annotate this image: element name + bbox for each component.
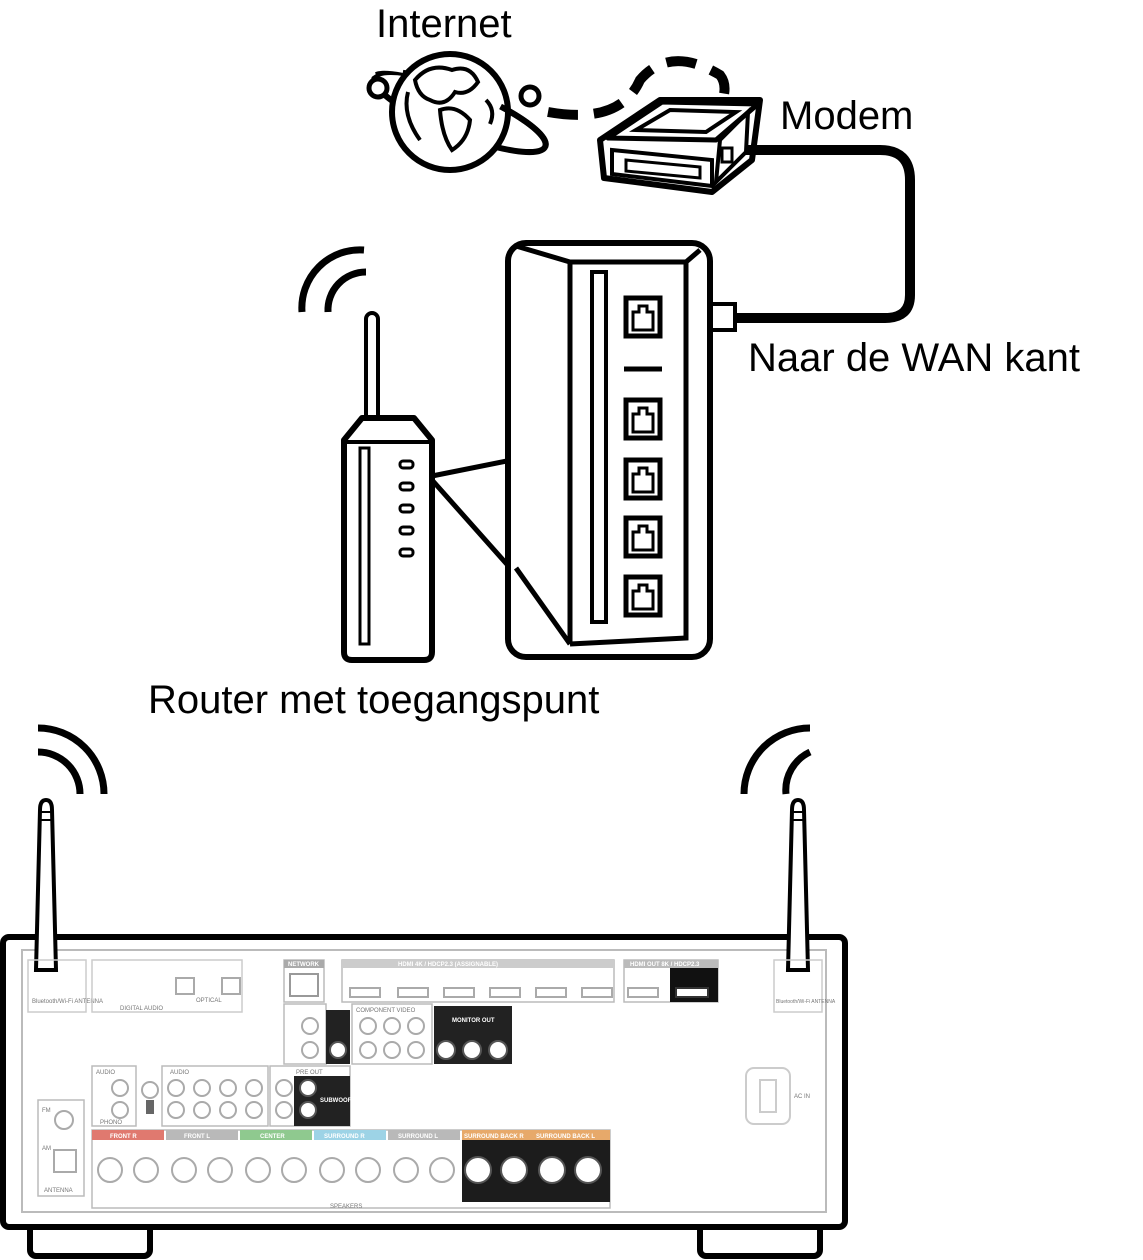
ethernet-port-icon — [623, 515, 663, 559]
speaker-terminals — [97, 1156, 602, 1184]
hdmi-header-label: HDMI 4K / HDCP2.3 (ASSIGNABLE) — [398, 962, 498, 968]
modem-icon — [597, 97, 763, 195]
network-label: NETWORK — [288, 962, 320, 968]
wifi-signal-icon — [298, 246, 367, 313]
pre-out-label: PRE OUT — [296, 1070, 323, 1076]
ethernet-port-icon — [623, 457, 663, 501]
am-label: AM — [42, 1146, 51, 1152]
speaker-surround-r-label: SURROUND R — [324, 1134, 365, 1140]
router-zoom-callout — [505, 240, 713, 660]
ethernet-port-icon — [623, 397, 663, 441]
phono-label: PHONO — [100, 1120, 122, 1126]
audio-label: AUDIO — [170, 1070, 189, 1076]
wifi-signal-icon — [740, 724, 812, 795]
monitor-out-label: MONITOR OUT — [452, 1018, 495, 1024]
hdmi-out-label: HDMI OUT 8K / HDCP2.3 — [630, 962, 700, 968]
av-receiver: Bluetooth/Wi-Fi ANTENNA Bluetooth/Wi-Fi … — [0, 724, 848, 1259]
antenna-icon — [785, 797, 811, 972]
wifi-signal-icon — [37, 724, 108, 795]
internet-link-dashed — [547, 56, 730, 120]
modem-label: Modem — [780, 94, 914, 138]
wan-side-label: Naar de WAN kant — [748, 336, 1080, 380]
hdmi-port-row — [349, 987, 613, 998]
speakers-label: SPEAKERS — [330, 1204, 362, 1210]
fm-label: FM — [42, 1108, 51, 1114]
internet-label: Internet — [376, 2, 512, 46]
speaker-surround-back-l-label: SURROUND BACK L — [536, 1134, 595, 1140]
speaker-center-label: CENTER — [260, 1134, 285, 1140]
digital-audio-label: DIGITAL AUDIO — [120, 1006, 163, 1012]
ac-in-label: AC IN — [794, 1094, 810, 1100]
speaker-front-r-label: FRONT R — [110, 1134, 137, 1140]
router-label: Router met toegangspunt — [148, 678, 600, 722]
ethernet-port-icon — [623, 295, 663, 339]
antenna-left-label: Bluetooth/Wi-Fi ANTENNA — [32, 999, 103, 1005]
ethernet-port-icon — [623, 574, 663, 618]
speaker-surround-l-label: SURROUND L — [398, 1134, 438, 1140]
audio-phono-label: AUDIO — [96, 1070, 115, 1076]
router-icon — [298, 246, 514, 663]
component-video-label: COMPONENT VIDEO — [356, 1008, 416, 1014]
internet-globe-icon — [360, 51, 549, 173]
subwoofer-label: SUBWOOFER — [320, 1098, 360, 1104]
optical-label: OPTICAL — [196, 998, 222, 1004]
antenna-right-label: Bluetooth/Wi-Fi ANTENNA — [776, 999, 836, 1005]
speaker-front-l-label: FRONT L — [184, 1134, 210, 1140]
antenna-icon — [33, 797, 59, 972]
wan-cable — [735, 145, 915, 323]
fm-am-antenna-label: ANTENNA — [44, 1188, 73, 1194]
speaker-surround-back-r-label: SURROUND BACK R — [464, 1134, 524, 1140]
